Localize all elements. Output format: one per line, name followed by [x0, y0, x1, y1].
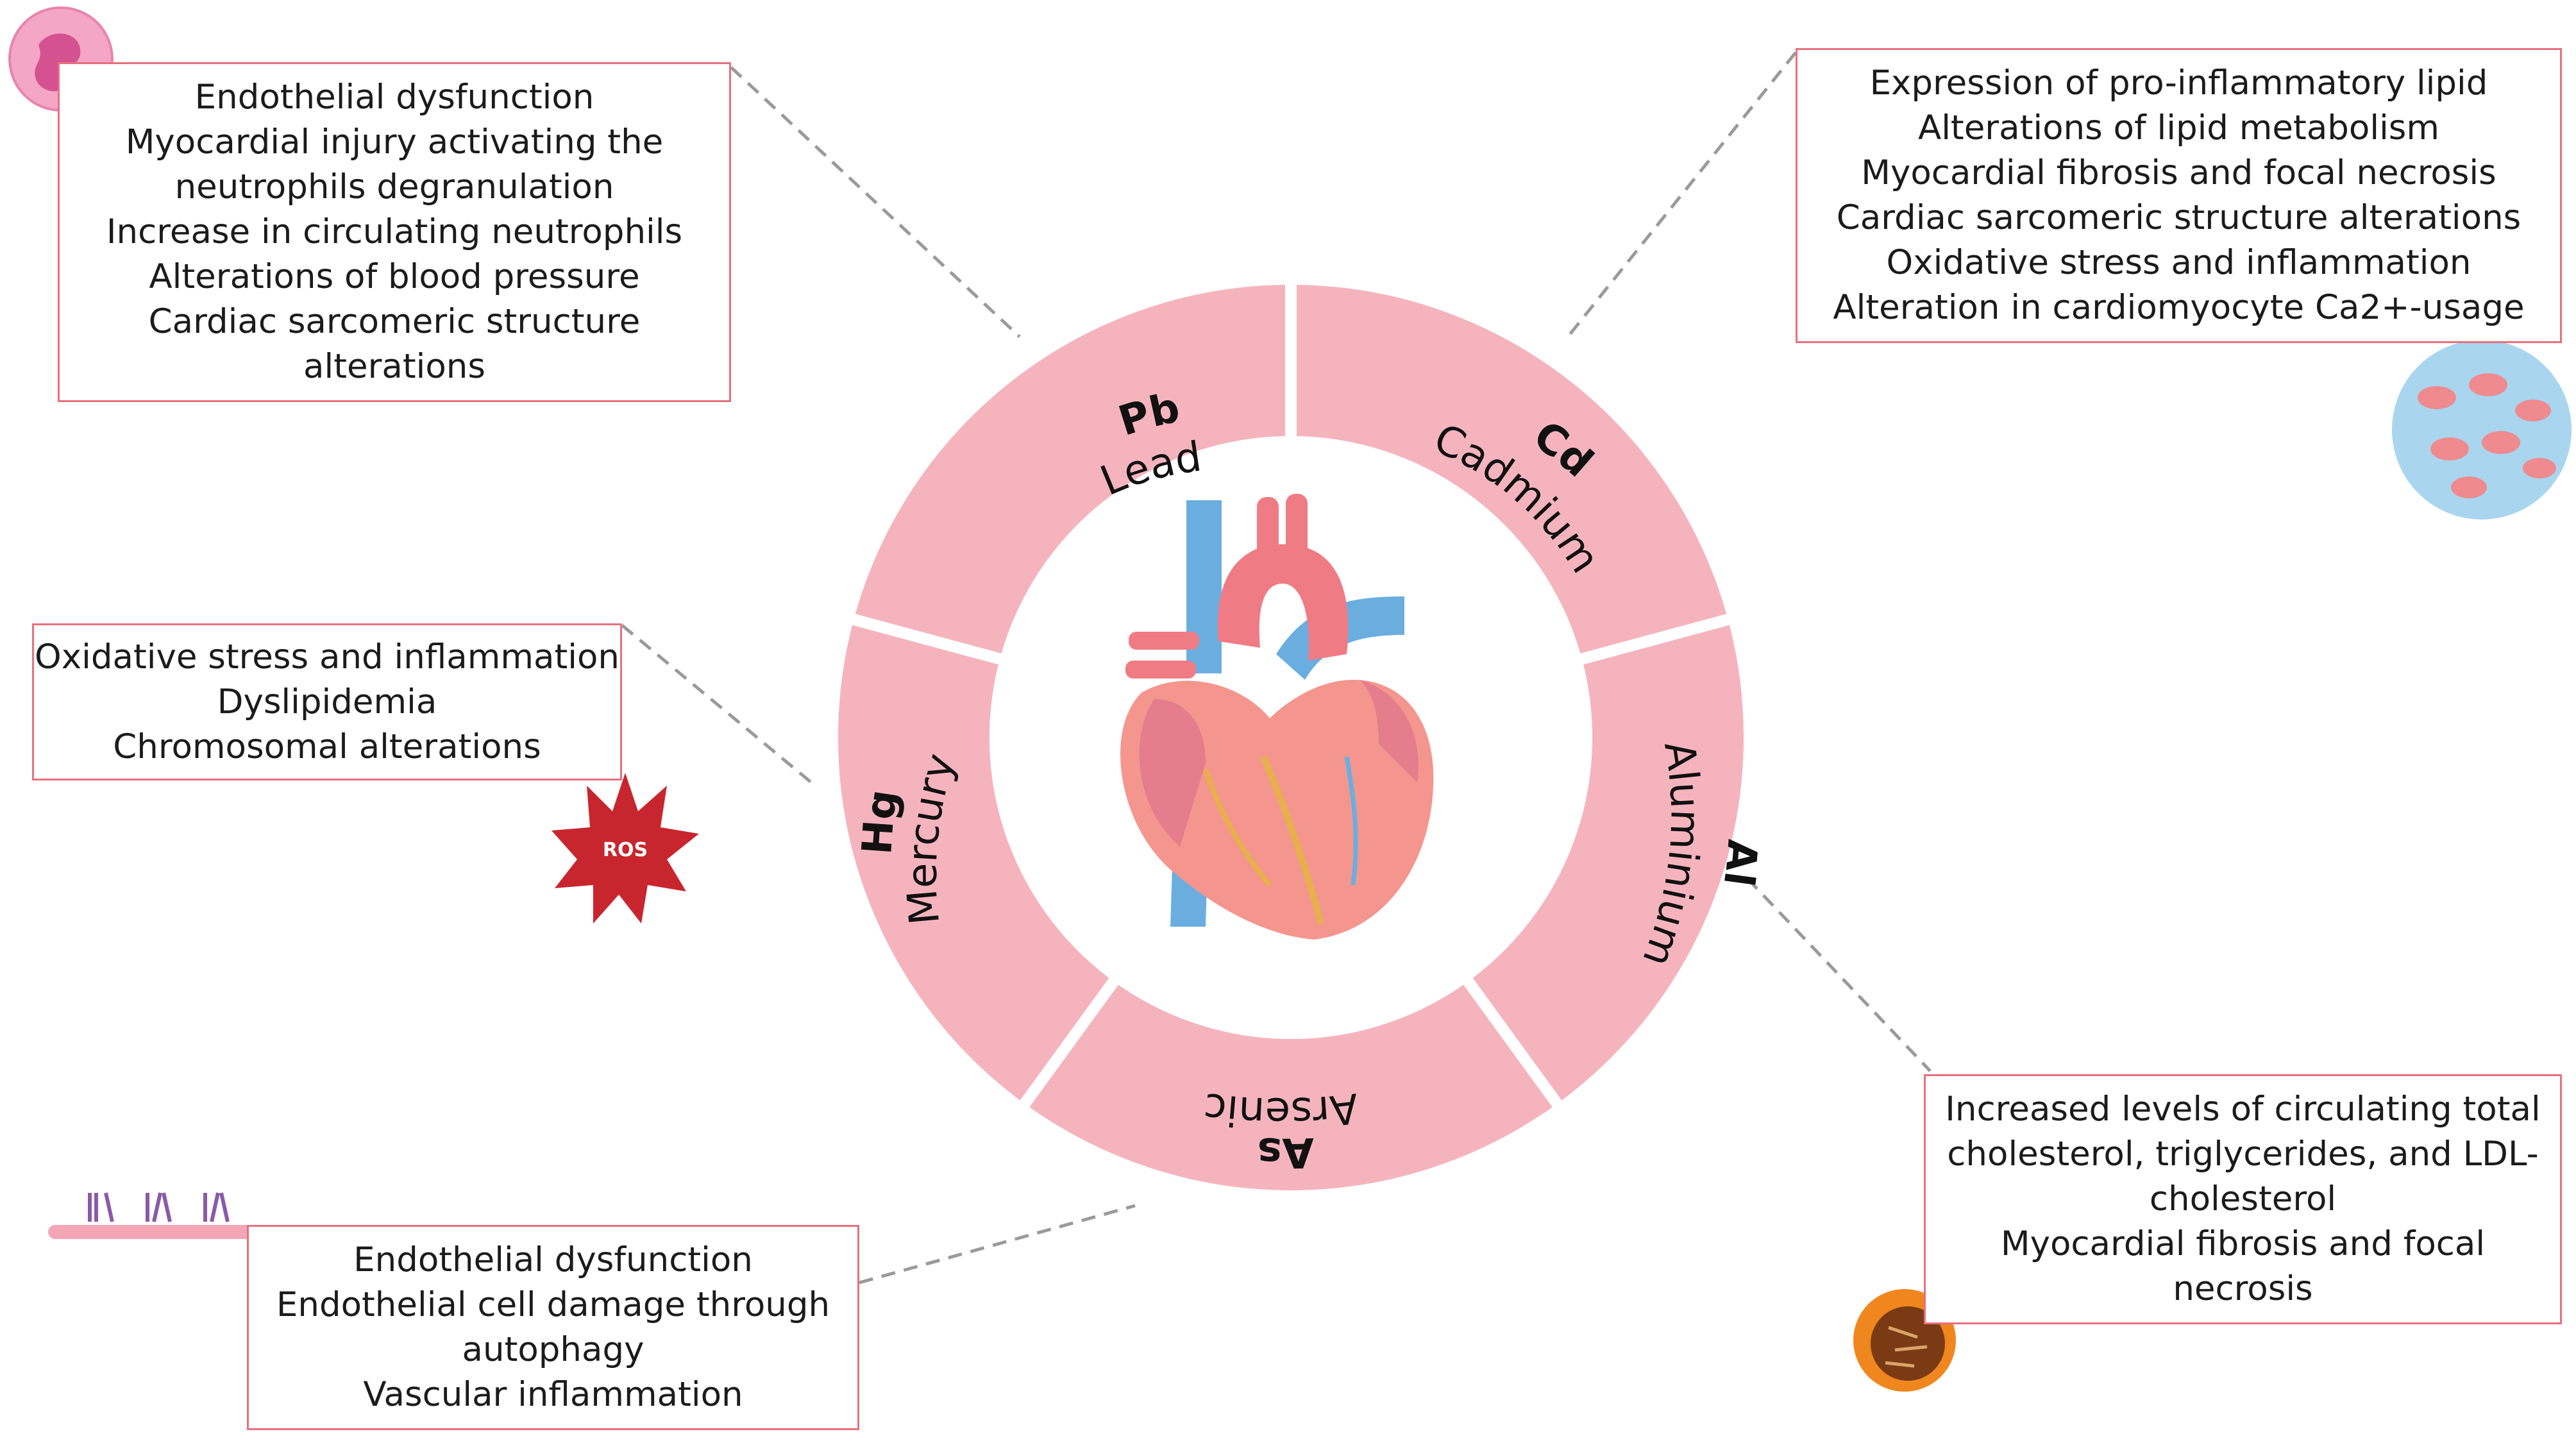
lead-effect: Alterations of blood pressure — [149, 257, 640, 296]
connector-cadmium — [1567, 51, 1797, 338]
ros-burst-icon: ROS — [551, 773, 699, 924]
endothelial-antibody-icon — [48, 1192, 279, 1239]
mercury-effects-box: Oxidative stress and inflammation Dyslip… — [32, 623, 622, 780]
cadmium-effect: Myocardial fibrosis and focal necrosis — [1861, 153, 2496, 192]
aluminium-effect: Increased levels of circulating total — [1945, 1090, 2541, 1129]
arsenic-effect: autophagy — [462, 1330, 644, 1369]
lead-effect: Cardiac sarcomeric structure — [148, 302, 641, 341]
cadmium-effect: Expression of pro-inflammatory lipid — [1869, 63, 2488, 103]
lead-effect: neutrophils degranulation — [174, 167, 614, 207]
lead-effects-box: Endothelial dysfunction Myocardial injur… — [58, 62, 731, 402]
connector-arsenic — [859, 1204, 1136, 1285]
cadmium-effect: Alterations of lipid metabolism — [1917, 108, 2440, 148]
lead-effect: Myocardial injury activating the — [125, 122, 664, 162]
segment-al-symbol: Al — [1714, 838, 1766, 889]
cadmium-effect: Cardiac sarcomeric structure alterations — [1836, 198, 2521, 237]
lead-effect: Endothelial dysfunction — [194, 78, 594, 117]
arsenic-effects-box: Endothelial dysfunction Endothelial cell… — [247, 1225, 859, 1430]
arsenic-effect: Vascular inflammation — [363, 1375, 743, 1414]
mercury-effect: Chromosomal alterations — [113, 727, 541, 766]
cadmium-effects-box: Expression of pro-inflammatory lipid Alt… — [1796, 48, 2562, 343]
aluminium-effect: necrosis — [2173, 1269, 2313, 1308]
cardiomyocyte-tissue-icon — [2392, 340, 2572, 519]
aluminium-effects-box: Increased levels of circulating total ch… — [1924, 1074, 2562, 1324]
metal-ring — [823, 257, 1758, 1190]
segment-as-symbol: As — [1257, 1128, 1315, 1176]
aluminium-effect: cholesterol — [2149, 1179, 2337, 1219]
lead-effect: Increase in circulating neutrophils — [106, 212, 683, 251]
connector-lines — [621, 51, 1932, 1285]
cadmium-effect: Alteration in cardiomyocyte Ca2+-usage — [1833, 288, 2525, 327]
aluminium-effect: cholesterol, triglycerides, and LDL- — [1947, 1135, 2539, 1174]
heart-icon — [1120, 494, 1434, 940]
aluminium-effect: Myocardial fibrosis and focal — [2000, 1224, 2486, 1263]
arsenic-effect: Endothelial cell damage through — [276, 1285, 830, 1324]
mercury-effect: Dyslipidemia — [217, 682, 437, 721]
arsenic-effect: Endothelial dysfunction — [353, 1240, 753, 1279]
segment-hg-symbol: Hg — [854, 787, 907, 856]
connector-aluminium — [1746, 877, 1932, 1072]
segment-as-name: Arsenic — [1201, 1083, 1360, 1136]
lead-effect: alterations — [303, 347, 485, 386]
connector-mercury — [621, 624, 812, 784]
cadmium-effect: Oxidative stress and inflammation — [1886, 243, 2471, 282]
connector-lead — [730, 66, 1021, 338]
ros-label: ROS — [603, 839, 648, 861]
mercury-effect: Oxidative stress and inflammation — [35, 637, 619, 677]
